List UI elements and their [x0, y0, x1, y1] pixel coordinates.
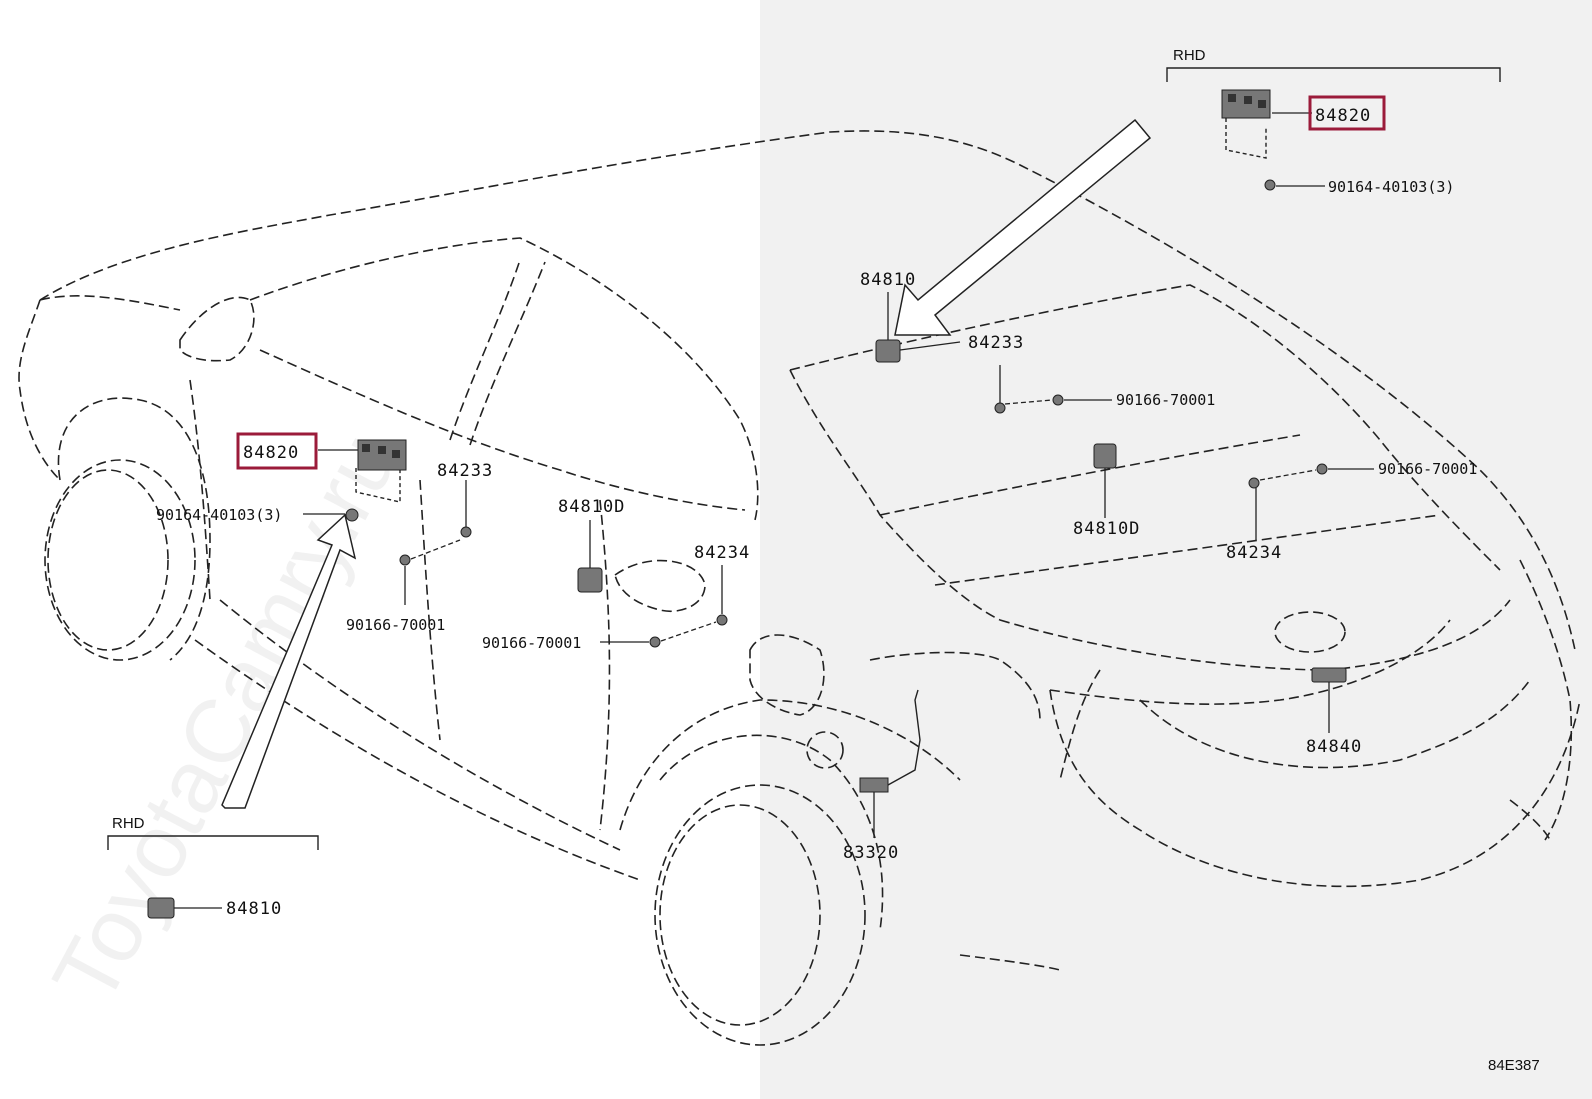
part-number-84233[interactable]: 84233	[968, 333, 1024, 353]
clip-icon	[716, 614, 728, 626]
part-number-84810[interactable]: 84810	[226, 899, 282, 919]
part-number-83320[interactable]: 83320	[843, 843, 899, 863]
clip-icon	[460, 526, 472, 538]
arrow-icon	[221, 513, 357, 809]
part-number-84810[interactable]: 84810	[860, 270, 916, 290]
part-number-bolt[interactable]: 90166-70001	[1116, 391, 1215, 409]
switch-icon	[147, 897, 175, 919]
part-number-84840[interactable]: 84840	[1306, 737, 1362, 757]
part-number-bolt[interactable]: 90166-70001	[482, 634, 581, 652]
clip-icon	[994, 402, 1006, 414]
bolt-icon	[1316, 463, 1328, 475]
part-number-84234[interactable]: 84234	[694, 543, 750, 563]
bolt-icon	[345, 508, 359, 522]
switch-icon	[577, 567, 603, 593]
switch-module-icon	[355, 439, 407, 503]
part-number-bolt[interactable]: 90166-70001	[1378, 460, 1477, 478]
rhd-bracket-top	[1166, 67, 1501, 82]
switch-icon	[875, 339, 901, 363]
bolt-icon	[399, 554, 411, 566]
background-panel	[760, 0, 1592, 1099]
rhd-label-bottom: RHD	[112, 815, 145, 832]
part-number-bolt[interactable]: 90164-40103(3)	[156, 506, 282, 524]
bolt-icon	[649, 636, 661, 648]
switch-icon	[1093, 443, 1117, 469]
arrow-icon	[894, 118, 1152, 336]
highlight-box-left	[236, 432, 318, 470]
switch-module-icon	[1221, 89, 1271, 159]
part-number-84810d[interactable]: 84810D	[1073, 519, 1140, 539]
bolt-icon	[1264, 179, 1276, 191]
part-number-bolt[interactable]: 90166-70001	[346, 616, 445, 634]
sensor-icon	[859, 777, 889, 793]
part-number-84820[interactable]: 84820	[1315, 106, 1371, 126]
part-number-bolt[interactable]: 90164-40103(3)	[1328, 178, 1454, 196]
sensor-wire	[887, 689, 921, 786]
clip-icon	[1248, 477, 1260, 489]
highlight-box-right	[1308, 95, 1386, 131]
part-number-84233[interactable]: 84233	[437, 461, 493, 481]
rhd-bracket-bottom	[107, 835, 319, 850]
bolt-icon	[1052, 394, 1064, 406]
part-number-84810d[interactable]: 84810D	[558, 497, 625, 517]
leader-lines	[174, 112, 1374, 909]
part-number-84234[interactable]: 84234	[1226, 543, 1282, 563]
diagram-code: 84E387	[1488, 1057, 1540, 1074]
part-number-84820[interactable]: 84820	[243, 443, 299, 463]
switch-icon	[1311, 667, 1347, 683]
rhd-label-top: RHD	[1173, 47, 1206, 64]
